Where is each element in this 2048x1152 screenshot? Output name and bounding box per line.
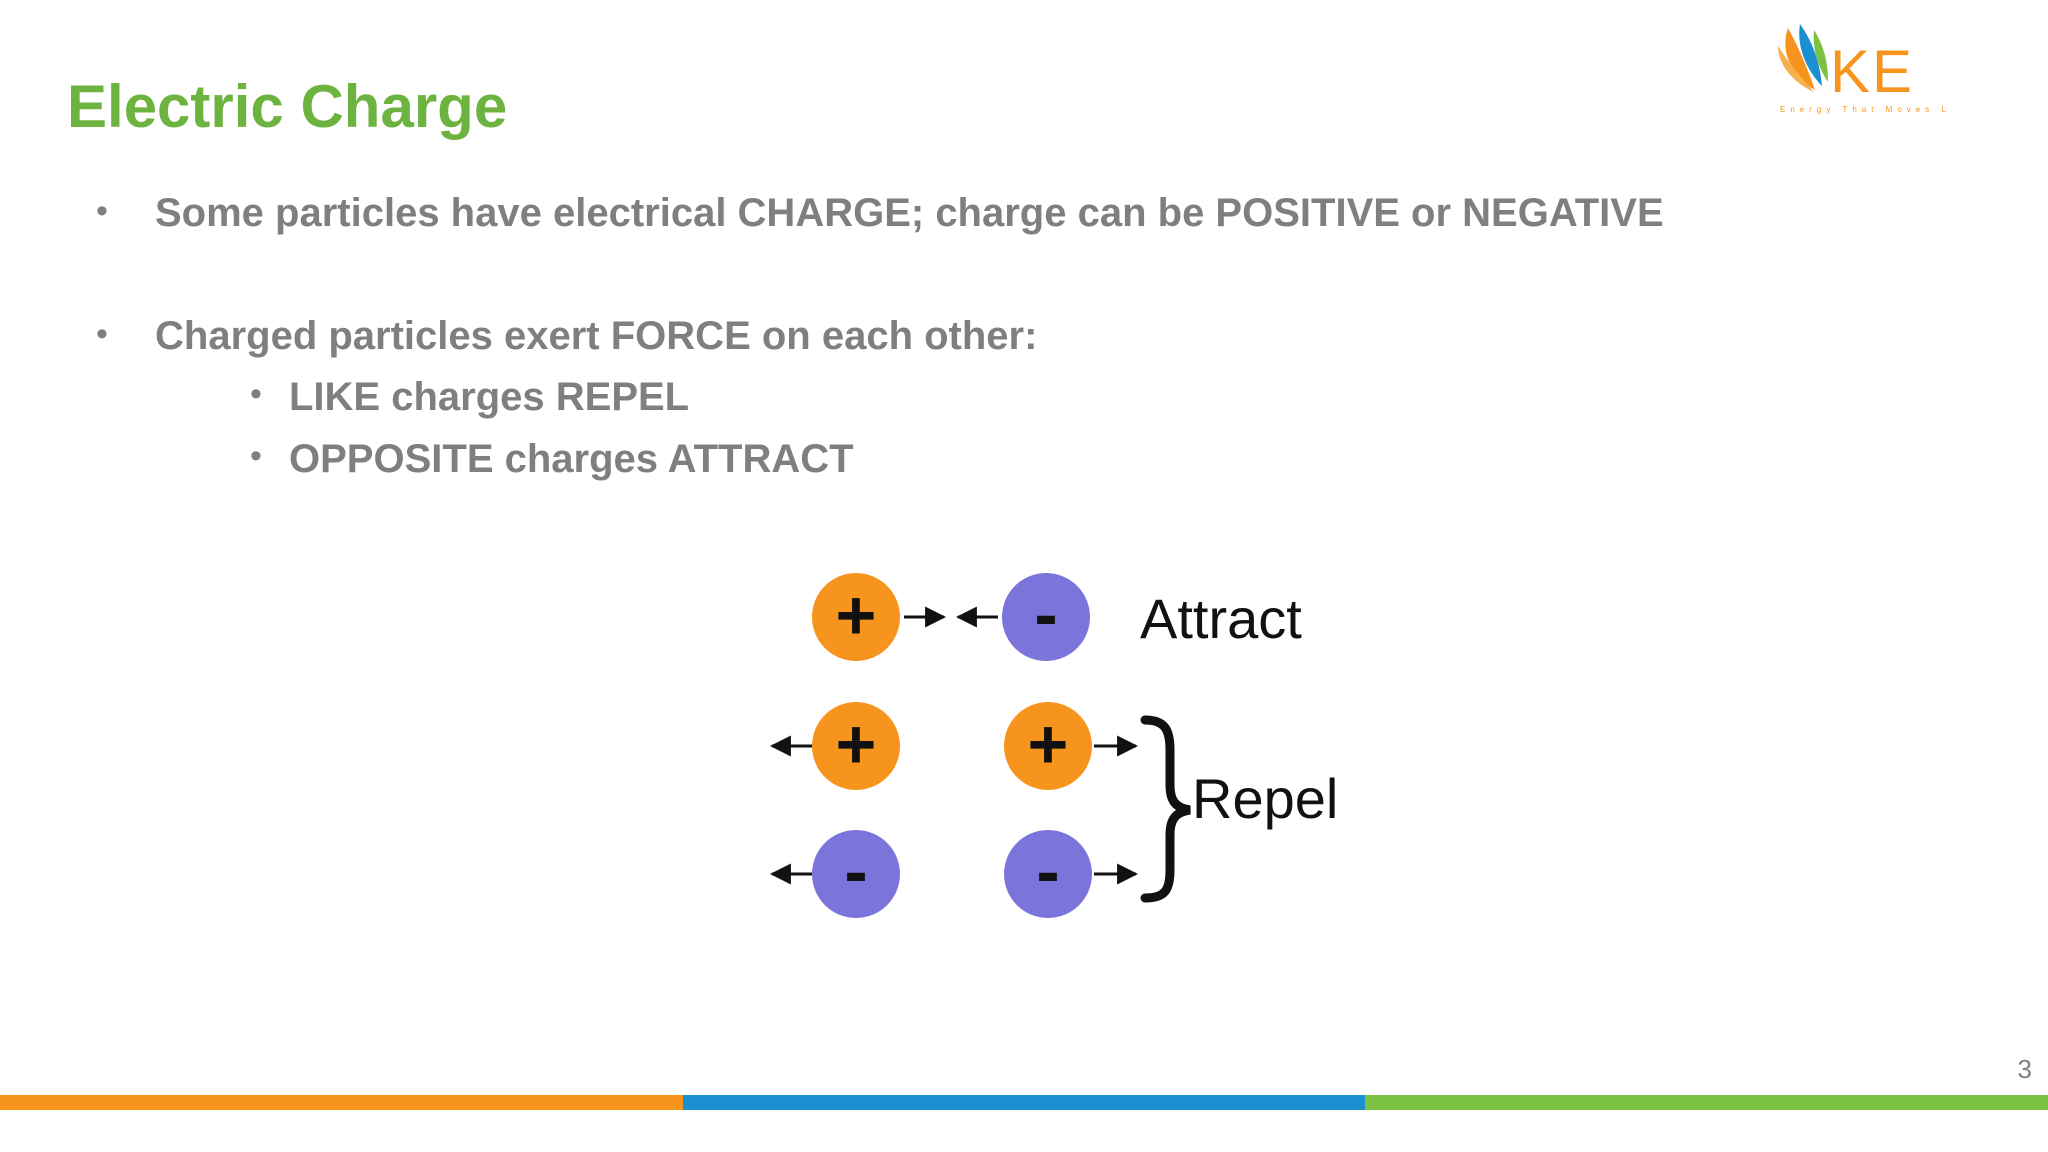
negative-charge: - (1002, 573, 1090, 661)
footer-bar-blue (683, 1095, 1365, 1110)
logo-wordmark: KE (1830, 38, 1914, 105)
logo-tagline: Energy That Moves Life (1780, 105, 1950, 114)
sub-bullet-text: LIKE charges REPEL (289, 375, 690, 419)
repel-brace (1140, 715, 1191, 903)
svg-text:-: - (844, 832, 867, 910)
bullet-text: Charged particles exert FORCE on each ot… (155, 314, 1038, 358)
positive-charge: + (1004, 702, 1092, 790)
positive-charge: + (812, 573, 900, 661)
svg-text:+: + (836, 576, 877, 654)
negative-charge: - (1004, 830, 1092, 918)
slide-title: Electric Charge (67, 73, 508, 140)
sub-bullet-dot: • (250, 437, 262, 475)
page-number: 3 (2017, 1054, 2032, 1084)
feather-icon (1778, 24, 1828, 92)
footer-bar-green (1365, 1095, 2048, 1110)
repel-label: Repel (1192, 767, 1338, 830)
positive-charge: + (812, 702, 900, 790)
bullet-dot: • (96, 315, 108, 353)
sub-bullet-dot: • (250, 375, 262, 413)
bullet-text: Some particles have electrical CHARGE; c… (155, 191, 1664, 235)
attract-label: Attract (1140, 587, 1302, 650)
bullet-dot: • (96, 192, 108, 230)
svg-text:-: - (1034, 575, 1057, 653)
charge-diagram: + - Attract + + - - (769, 573, 1338, 918)
svg-text:-: - (1036, 832, 1059, 910)
sub-bullet-text: OPPOSITE charges ATTRACT (289, 437, 854, 481)
negative-charge: - (812, 830, 900, 918)
footer-bar-orange (0, 1095, 683, 1110)
svg-text:+: + (836, 705, 877, 783)
ke-logo: KE Energy That Moves Life (1778, 24, 1950, 114)
svg-text:+: + (1028, 705, 1069, 783)
